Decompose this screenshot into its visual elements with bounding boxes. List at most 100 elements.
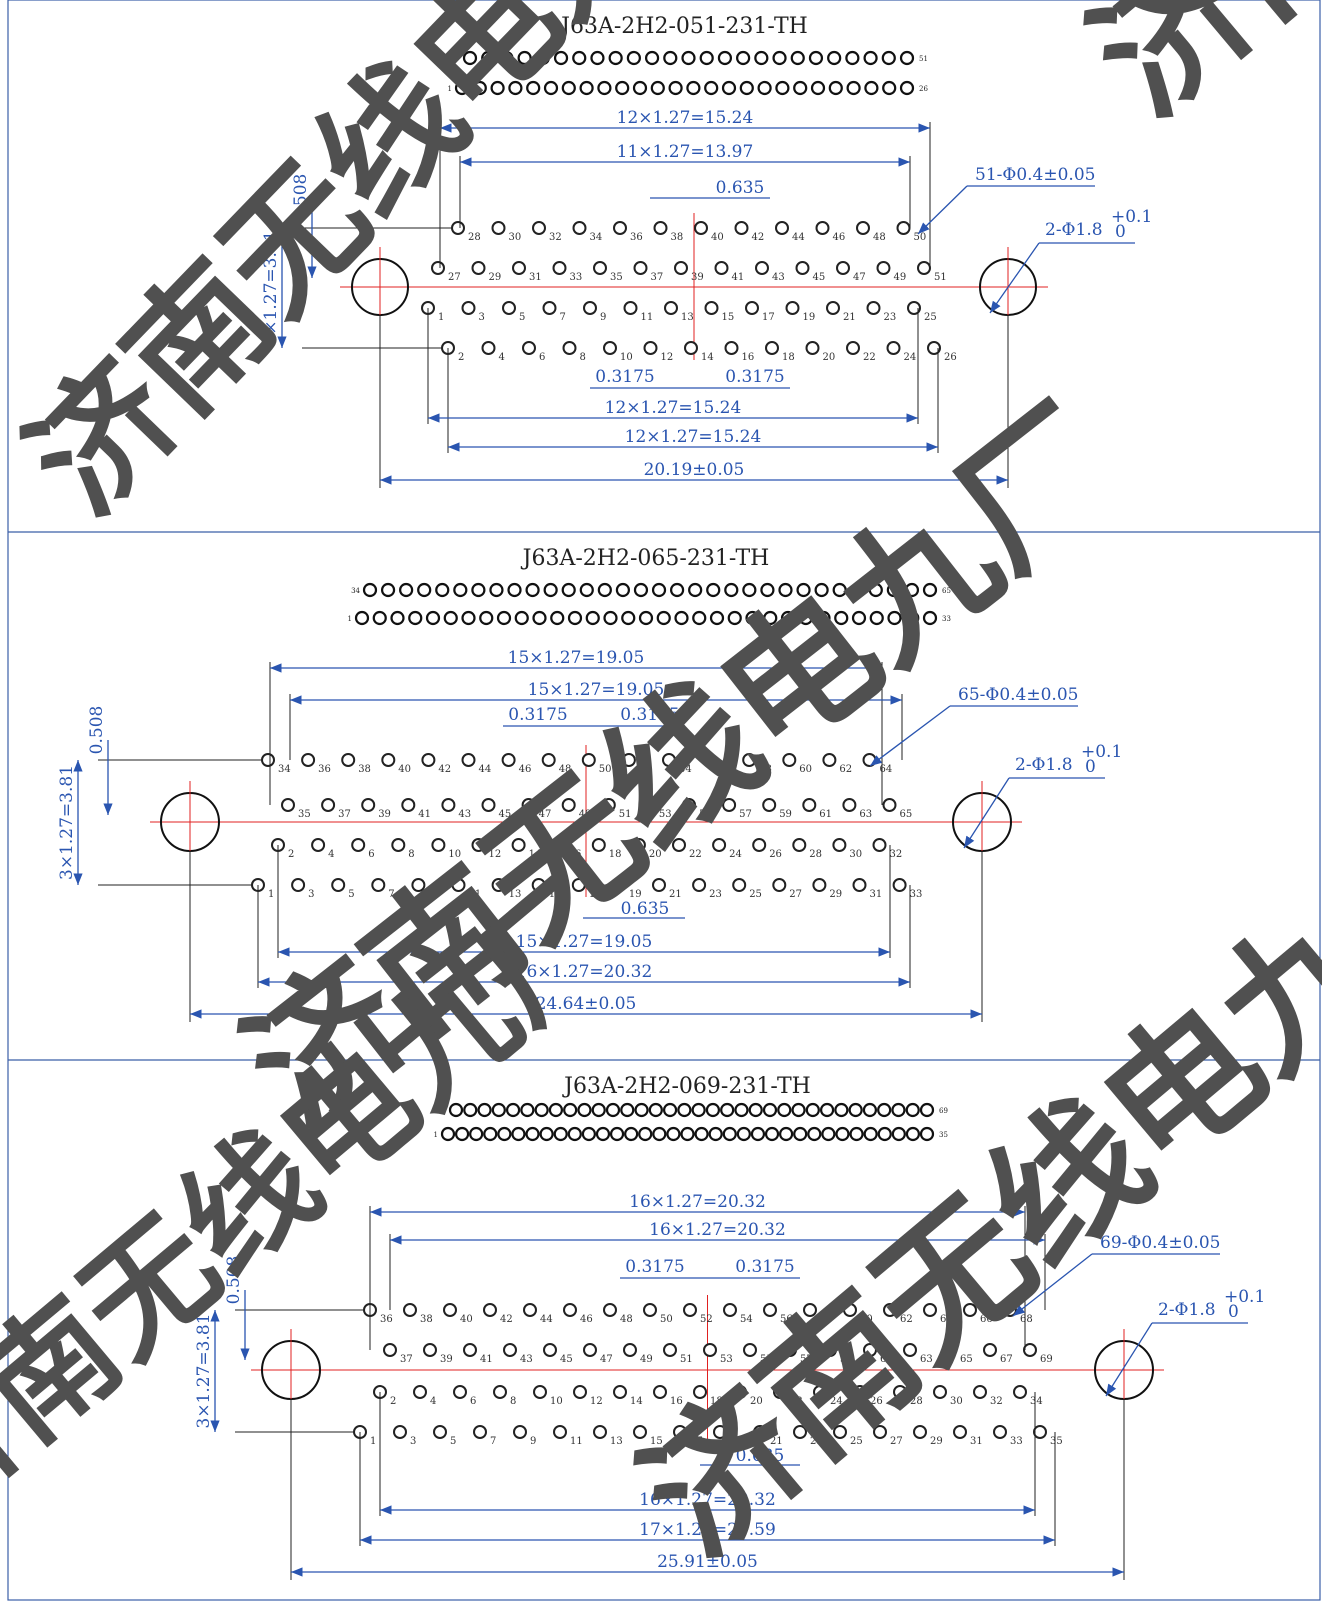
strip-top-pin bbox=[669, 582, 685, 598]
pin-number: 11 bbox=[641, 312, 654, 323]
contact-pin bbox=[511, 838, 526, 852]
strip-bottom-pin bbox=[579, 80, 594, 96]
strip-top-pin bbox=[620, 1102, 635, 1118]
contact-pin bbox=[563, 1303, 577, 1317]
contact-pin bbox=[603, 341, 617, 355]
strip-bottom-pin bbox=[739, 80, 754, 96]
strip-bottom-pin bbox=[581, 1126, 596, 1142]
dim-small-right-label: 0.3175 bbox=[725, 367, 784, 387]
contact-pin bbox=[684, 341, 698, 355]
contact-pin bbox=[542, 301, 557, 315]
contact-pin bbox=[694, 221, 708, 235]
strip-top-pin bbox=[734, 1102, 749, 1118]
holes-leader bbox=[1105, 1322, 1153, 1397]
pin-number: 27 bbox=[448, 272, 461, 283]
strip-top-pin bbox=[834, 1102, 849, 1118]
contact-pin bbox=[662, 753, 676, 767]
pin-number: 25 bbox=[850, 1436, 863, 1447]
contact-pin bbox=[623, 301, 638, 315]
pins-leader bbox=[1012, 1253, 1093, 1317]
pin-number: 13 bbox=[610, 1436, 623, 1447]
strip-bottom-pin bbox=[864, 80, 879, 96]
strip-bottom-start-label: 1 bbox=[448, 85, 452, 93]
contact-pin bbox=[653, 221, 668, 235]
strip-bottom-pin bbox=[443, 610, 458, 626]
pin-number: 22 bbox=[863, 352, 876, 363]
strip-bottom-pin bbox=[793, 1126, 808, 1142]
dim-small-right-label: 0.3175 bbox=[735, 1257, 794, 1277]
watermark-text-d: 济南无线电九厂 bbox=[1061, 0, 1322, 148]
contact-pin bbox=[893, 1385, 907, 1399]
contact-pin bbox=[491, 878, 506, 892]
strip-top-pin bbox=[827, 50, 842, 66]
contact-pin bbox=[481, 341, 496, 355]
contact-pin bbox=[502, 301, 516, 315]
pin-number: 50 bbox=[660, 1314, 673, 1325]
strip-top-pin bbox=[904, 582, 920, 598]
strip-bottom-pin bbox=[863, 1126, 878, 1142]
strip-bottom-pin bbox=[666, 1126, 681, 1142]
strip-top-pin bbox=[905, 1102, 920, 1118]
contact-pin bbox=[762, 798, 777, 812]
pin-number: 10 bbox=[448, 849, 461, 860]
pin-number: 42 bbox=[438, 764, 451, 775]
pin-number: 18 bbox=[609, 849, 622, 860]
strip-bottom-pin bbox=[887, 610, 902, 626]
pin-number: 40 bbox=[711, 232, 724, 243]
contact-pin bbox=[823, 1343, 837, 1357]
pin-number: 48 bbox=[873, 232, 886, 243]
dim-overall-label: 20.19±0.05 bbox=[644, 460, 745, 480]
strip-top-pin bbox=[481, 50, 496, 66]
strip-bottom-pin bbox=[686, 80, 701, 96]
pin-number: 4 bbox=[499, 352, 505, 363]
contact-pin bbox=[805, 341, 820, 355]
contact-pin bbox=[752, 838, 767, 852]
strip-bottom-pin bbox=[763, 610, 778, 626]
contact-pin bbox=[674, 261, 688, 275]
contact-pin bbox=[551, 838, 566, 852]
contact-pin bbox=[461, 301, 476, 315]
contact-pin bbox=[513, 1425, 527, 1439]
contact-pin bbox=[773, 1385, 787, 1399]
contact-pin bbox=[724, 341, 739, 355]
contact-pin bbox=[532, 221, 546, 235]
pin-number: 37 bbox=[338, 809, 351, 820]
contact-pin bbox=[883, 1303, 897, 1317]
pin-number: 12 bbox=[590, 1396, 603, 1407]
dim-bottom2-label: 16×1.27=20.32 bbox=[516, 962, 653, 982]
section-title: J63A-2H2-065-231-TH bbox=[521, 546, 770, 571]
contact-pin bbox=[692, 878, 707, 892]
strip-bottom-pin bbox=[585, 610, 600, 626]
strip-top-pin bbox=[742, 582, 757, 598]
contact-pin bbox=[927, 341, 941, 355]
strip-top-pin bbox=[507, 582, 522, 598]
pin-number: 15 bbox=[650, 1436, 663, 1447]
pin-number: 38 bbox=[671, 232, 684, 243]
dim-top2-label: 11×1.27=13.97 bbox=[617, 142, 754, 162]
strip-bottom-pin bbox=[372, 610, 387, 626]
strip-top-pin bbox=[796, 582, 811, 598]
pin-number: 39 bbox=[440, 1354, 453, 1365]
contact-pin bbox=[633, 261, 648, 275]
strip-top-pin bbox=[724, 582, 739, 598]
pin-number: 48 bbox=[620, 1314, 633, 1325]
contact-pin bbox=[493, 1385, 507, 1399]
pin-number: 15 bbox=[722, 312, 735, 323]
pin-number: 44 bbox=[540, 1314, 553, 1325]
contact-pin bbox=[653, 1385, 667, 1399]
strip-bottom-pin bbox=[807, 1126, 822, 1142]
dim-bottom2-label: 17×1.27=21.59 bbox=[639, 1520, 776, 1540]
pin-number: 44 bbox=[792, 232, 805, 243]
contact-pin bbox=[714, 261, 729, 275]
pin-number: 41 bbox=[480, 1354, 493, 1365]
strip-bottom-pin bbox=[508, 80, 523, 96]
strip-bottom-pin bbox=[674, 610, 689, 626]
contact-pin bbox=[783, 1343, 797, 1357]
contact-pin bbox=[361, 798, 376, 812]
strip-bottom-pin bbox=[525, 1126, 540, 1142]
pin-number: 41 bbox=[732, 272, 745, 283]
strip-top-pin bbox=[605, 1102, 621, 1118]
strip-bottom-pin bbox=[905, 610, 920, 626]
strip-top-pin bbox=[535, 50, 550, 66]
